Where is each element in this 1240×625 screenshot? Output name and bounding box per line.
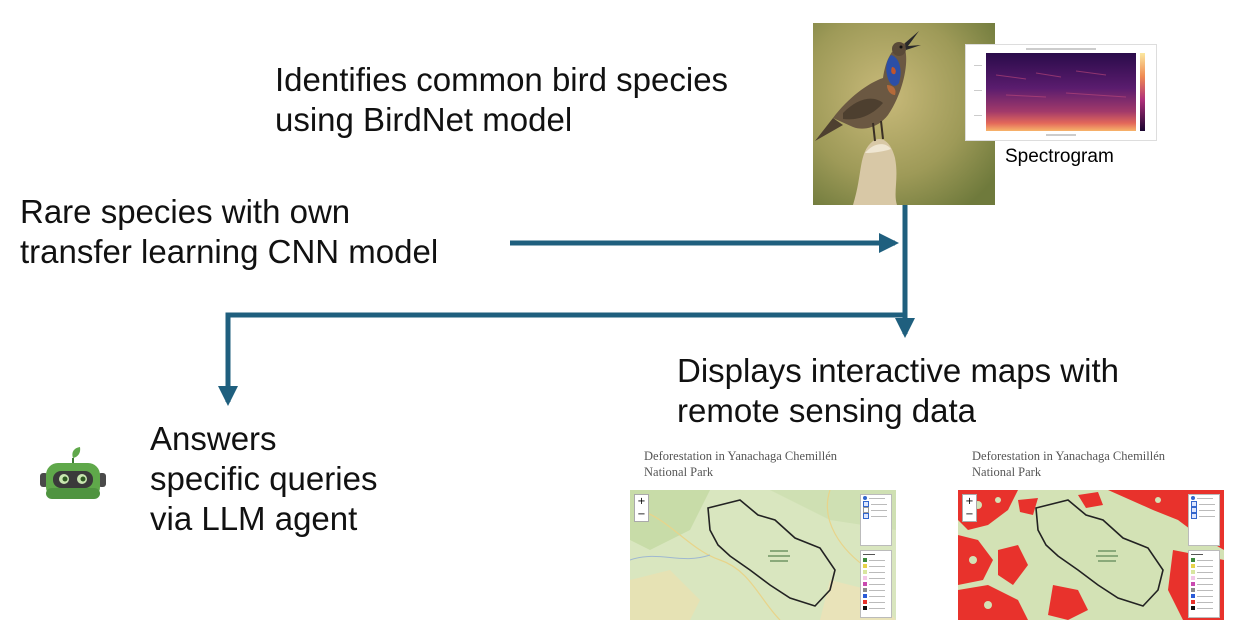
- map-view[interactable]: + −: [630, 490, 896, 620]
- spectrogram-label: Spectrogram: [1005, 146, 1114, 167]
- map-title-line2: National Park: [972, 465, 1042, 479]
- maps-caption-line2: remote sensing data: [677, 392, 977, 429]
- robot-llm-icon: [38, 446, 108, 507]
- llm-caption-line2: specific queries: [150, 460, 378, 497]
- zoom-in-icon[interactable]: +: [965, 496, 974, 507]
- map-legend-icon: [860, 550, 892, 618]
- bird-photo: [813, 23, 995, 205]
- rare-caption-line2: transfer learning CNN model: [20, 233, 439, 270]
- llm-caption-line1: Answers: [150, 420, 277, 457]
- map-title-line1: Deforestation in Yanachaga Chemillén: [644, 449, 838, 463]
- zoom-in-icon[interactable]: +: [637, 496, 646, 507]
- arrow-to-llm: [218, 312, 905, 406]
- map-panel-land-cover[interactable]: Deforestation in Yanachaga Chemillén Nat…: [627, 445, 897, 623]
- map-zoom-control[interactable]: + −: [634, 494, 649, 522]
- birdnet-caption: Identifies common bird species using Bir…: [275, 60, 728, 140]
- llm-caption-line3: via LLM agent: [150, 500, 358, 537]
- map-legend-icon: [1188, 550, 1220, 618]
- map-panel-forest-loss[interactable]: Deforestation in Yanachaga Chemillén Nat…: [955, 445, 1225, 623]
- maps-caption-line1: Displays interactive maps with: [677, 352, 1119, 389]
- rare-species-caption: Rare species with own transfer learning …: [20, 192, 438, 272]
- map-title: Deforestation in Yanachaga Chemillén Nat…: [972, 448, 1212, 480]
- map-title-line1: Deforestation in Yanachaga Chemillén: [972, 449, 1166, 463]
- zoom-out-icon[interactable]: −: [637, 509, 646, 520]
- map-layers-icon[interactable]: [1188, 494, 1220, 546]
- llm-caption: Answers specific queries via LLM agent: [150, 419, 377, 539]
- zoom-out-icon[interactable]: −: [965, 509, 974, 520]
- map-title-line2: National Park: [644, 465, 714, 479]
- spectrogram-image: [965, 44, 1157, 141]
- map-view[interactable]: + −: [958, 490, 1224, 620]
- map-layers-icon[interactable]: [860, 494, 892, 546]
- map-zoom-control[interactable]: + −: [962, 494, 977, 522]
- birdnet-caption-line1: Identifies common bird species: [275, 61, 729, 98]
- birdnet-caption-line2: using BirdNet model: [275, 101, 573, 138]
- map-title: Deforestation in Yanachaga Chemillén Nat…: [644, 448, 884, 480]
- maps-caption: Displays interactive maps with remote se…: [677, 351, 1119, 431]
- rare-caption-line1: Rare species with own: [20, 193, 351, 230]
